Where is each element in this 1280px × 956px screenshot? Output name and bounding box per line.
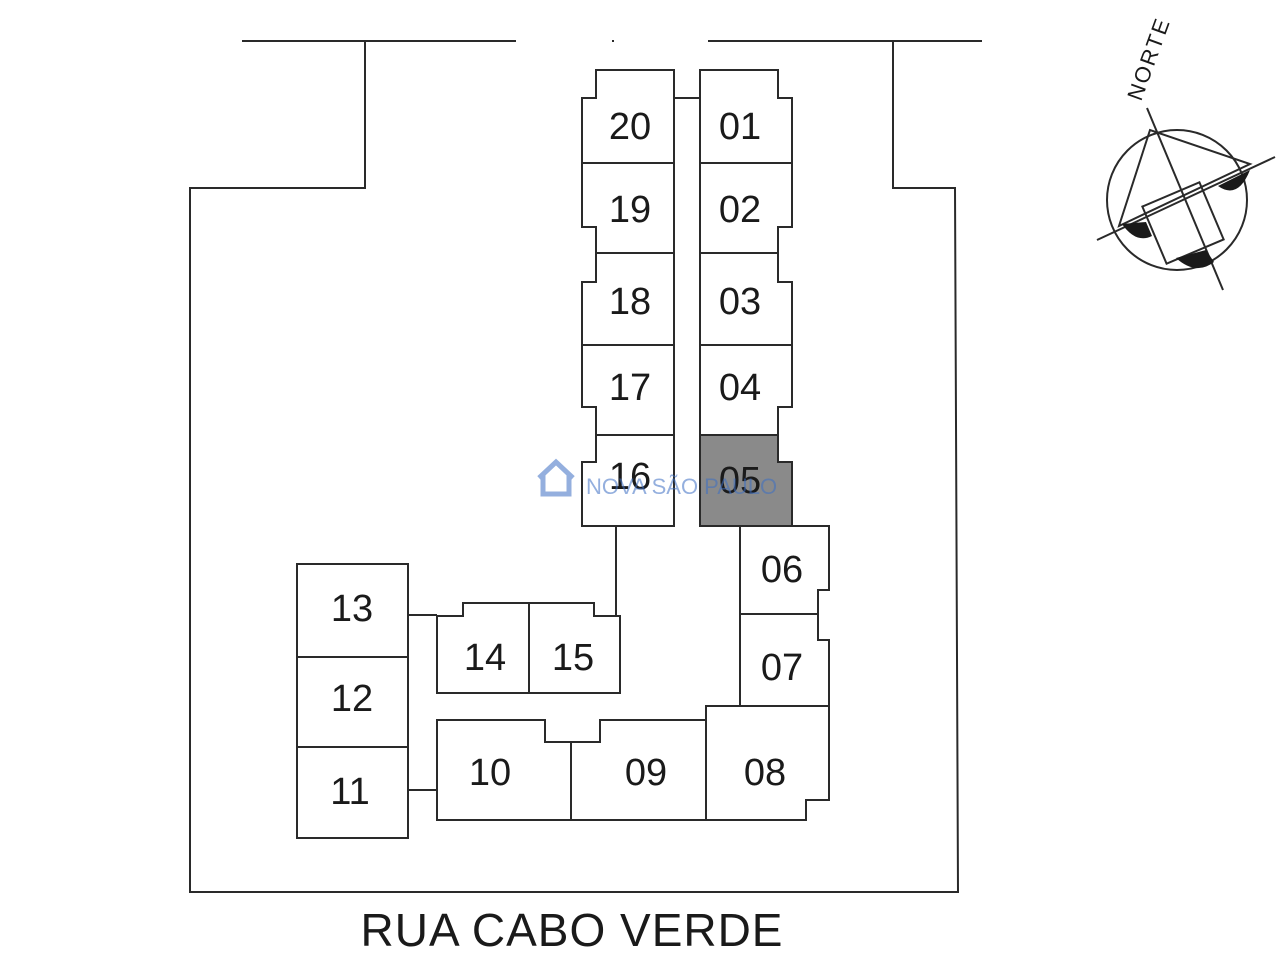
north-compass: NORTE <box>1096 14 1276 291</box>
unit-label: 19 <box>609 189 651 231</box>
unit-label: 09 <box>625 752 667 794</box>
unit-label: 03 <box>719 281 761 323</box>
unit-label: 04 <box>719 367 761 409</box>
watermark-text: NOVA SÃO PAULO <box>586 474 777 499</box>
unit-label: 11 <box>330 771 369 813</box>
unit-label: 07 <box>761 647 803 689</box>
unit-label: 16 <box>609 456 651 498</box>
unit-05[interactable] <box>699 434 793 527</box>
unit-labels: 20 19 18 17 16 01 02 03 04 05 06 07 08 0… <box>330 106 803 813</box>
unit-label: 14 <box>464 637 506 679</box>
unit-label: 02 <box>719 189 761 231</box>
units <box>296 69 830 839</box>
unit-label: 17 <box>609 367 651 409</box>
unit-16[interactable] <box>581 434 675 527</box>
unit-label: 18 <box>609 281 651 323</box>
unit-label: 05 <box>719 460 761 502</box>
house-icon <box>537 458 575 497</box>
unit-10[interactable] <box>436 719 572 821</box>
unit-label: 06 <box>761 549 803 591</box>
unit-label: 10 <box>469 752 511 794</box>
compass-icon <box>1096 107 1276 291</box>
unit-11[interactable] <box>296 746 409 839</box>
watermark: NOVA SÃO PAULO <box>537 458 777 499</box>
unit-label: 13 <box>331 588 373 630</box>
unit-label: 08 <box>744 752 786 794</box>
unit-label: 15 <box>552 637 594 679</box>
street-name: RUA CABO VERDE <box>361 904 784 956</box>
compass-north-label: NORTE <box>1122 14 1175 104</box>
lot-boundary <box>189 40 982 893</box>
unit-label: 01 <box>719 106 761 148</box>
unit-label: 20 <box>609 106 651 148</box>
unit-15[interactable] <box>528 602 621 694</box>
unit-label: 12 <box>331 678 373 720</box>
